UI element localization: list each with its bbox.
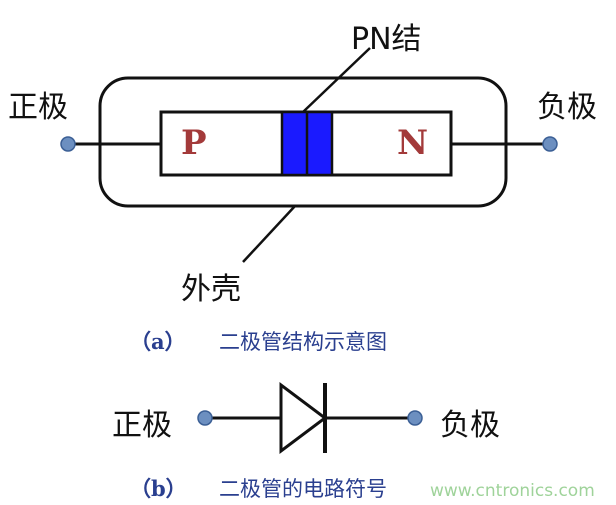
caption-b-text: 二极管的电路符号: [219, 477, 387, 501]
junction-leader-line: [302, 47, 371, 113]
symbol-cathode-label: 负极: [440, 408, 500, 443]
shell-label: 外壳: [181, 272, 241, 307]
symbol-anode-label: 正极: [112, 408, 172, 443]
p-region-label: P: [181, 123, 207, 163]
junction-label: PN结: [351, 22, 422, 57]
symbol-anode-terminal: [197, 410, 213, 426]
cathode-label: 负极: [537, 90, 597, 125]
cathode-terminal: [542, 136, 558, 152]
caption-b-tag: （b）: [130, 476, 187, 501]
anode-label: 正极: [8, 90, 68, 125]
watermark-text: www.cntronics.com: [430, 481, 595, 501]
diode-shell: [98, 76, 508, 208]
caption-a-text: 二极管结构示意图: [219, 330, 387, 354]
caption-a-tag: （a）: [130, 329, 186, 354]
symbol-cathode-terminal: [407, 410, 423, 426]
diode-triangle: [279, 382, 328, 454]
n-region-label: N: [397, 123, 429, 163]
anode-terminal: [60, 136, 76, 152]
shell-leader-line: [242, 205, 296, 263]
